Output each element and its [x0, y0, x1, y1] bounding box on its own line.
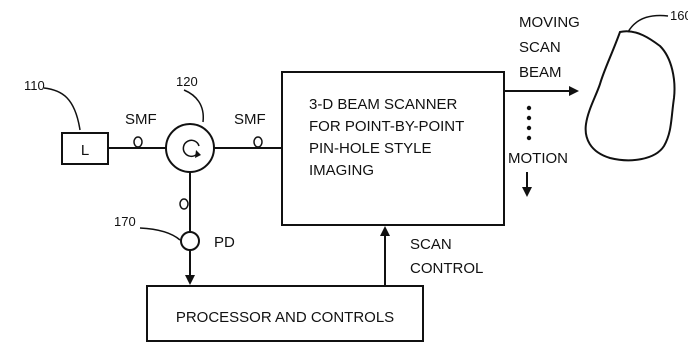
fiber-right-loop — [253, 136, 263, 148]
scan-control-line-1: SCAN — [410, 236, 452, 253]
ref-160-leader — [627, 14, 669, 33]
fiber-left-label: SMF — [125, 111, 157, 128]
photodiode — [180, 231, 200, 251]
laser-label: L — [81, 142, 89, 159]
ref-110-leader — [43, 87, 81, 131]
ref-110: 110 — [24, 78, 45, 93]
scanner-line-2: FOR POINT-BY-POINT — [309, 118, 464, 135]
scanner-line-1: 3-D BEAM SCANNER — [309, 96, 458, 113]
circulator-arrowhead-icon — [195, 150, 201, 158]
fiber-right-label: SMF — [234, 111, 266, 128]
ref-170-leader — [139, 227, 181, 241]
processor-box — [146, 285, 424, 342]
beam-label-line-3: BEAM — [519, 64, 562, 81]
target-sample — [584, 30, 676, 162]
scan-control-line-2: CONTROL — [410, 260, 483, 277]
beam-label-line-2: SCAN — [519, 39, 561, 56]
circulator-rotation-icon — [182, 139, 200, 158]
ref-120: 120 — [176, 74, 198, 89]
processor-label: PROCESSOR AND CONTROLS — [176, 309, 394, 326]
motion-dot-2 — [526, 115, 532, 121]
scanner-box — [281, 71, 505, 226]
motion-dot-4 — [526, 135, 532, 141]
motion-dot-3 — [526, 125, 532, 131]
beam-label-line-1: MOVING — [519, 14, 580, 31]
fiber-pd-loop — [179, 198, 189, 210]
circulator — [165, 123, 215, 173]
scanner-line-3: PIN-HOLE STYLE — [309, 140, 432, 157]
fiber-left-loop — [133, 136, 143, 148]
ref-160: 160 — [670, 8, 688, 23]
motion-dot-1 — [526, 105, 532, 111]
motion-label: MOTION — [508, 150, 568, 167]
pd-label: PD — [214, 234, 235, 251]
scanner-line-4: IMAGING — [309, 162, 374, 179]
ref-170: 170 — [114, 214, 136, 229]
ref-120-leader — [183, 89, 204, 123]
